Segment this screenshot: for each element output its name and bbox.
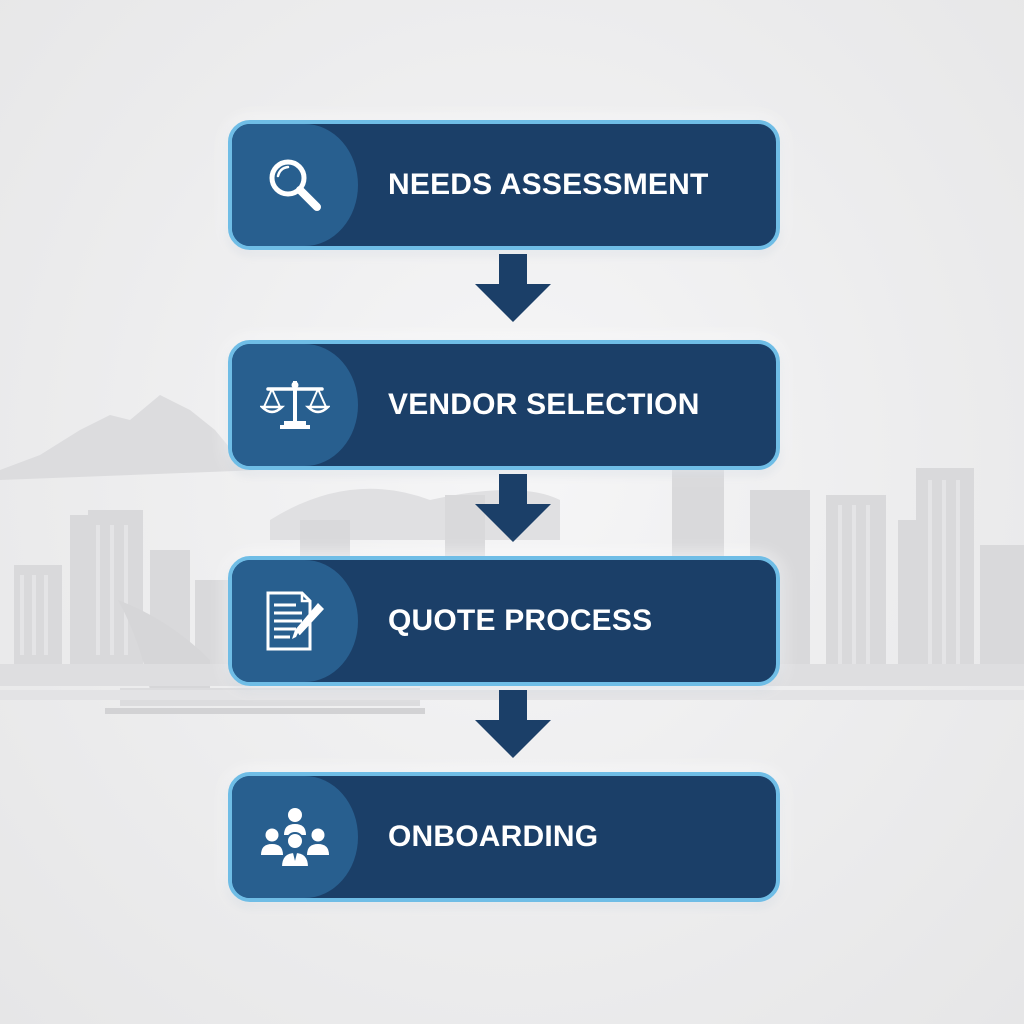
step-label: ONBOARDING: [388, 820, 599, 853]
step-needs-assessment: NEEDS ASSESSMENT: [228, 120, 780, 250]
step-vendor-selection: VENDOR SELECTION: [228, 340, 780, 470]
down-arrow-icon: [475, 690, 551, 758]
step-onboarding: ONBOARDING: [228, 772, 780, 902]
team-icon: [261, 808, 329, 868]
step-label: QUOTE PROCESS: [388, 604, 653, 637]
scales-icon: [260, 381, 330, 429]
icon-panel: [232, 124, 358, 246]
step-quote-process: QUOTE PROCESS: [228, 556, 780, 686]
icon-panel: [232, 560, 358, 682]
icon-panel: [232, 344, 358, 466]
step-label: VENDOR SELECTION: [388, 388, 700, 421]
magnifier-icon: [269, 159, 321, 211]
icon-panel: [232, 776, 358, 898]
step-label: NEEDS ASSESSMENT: [388, 168, 709, 201]
down-arrow-icon: [475, 254, 551, 322]
down-arrow-icon: [475, 474, 551, 542]
document-pen-icon: [266, 591, 324, 651]
